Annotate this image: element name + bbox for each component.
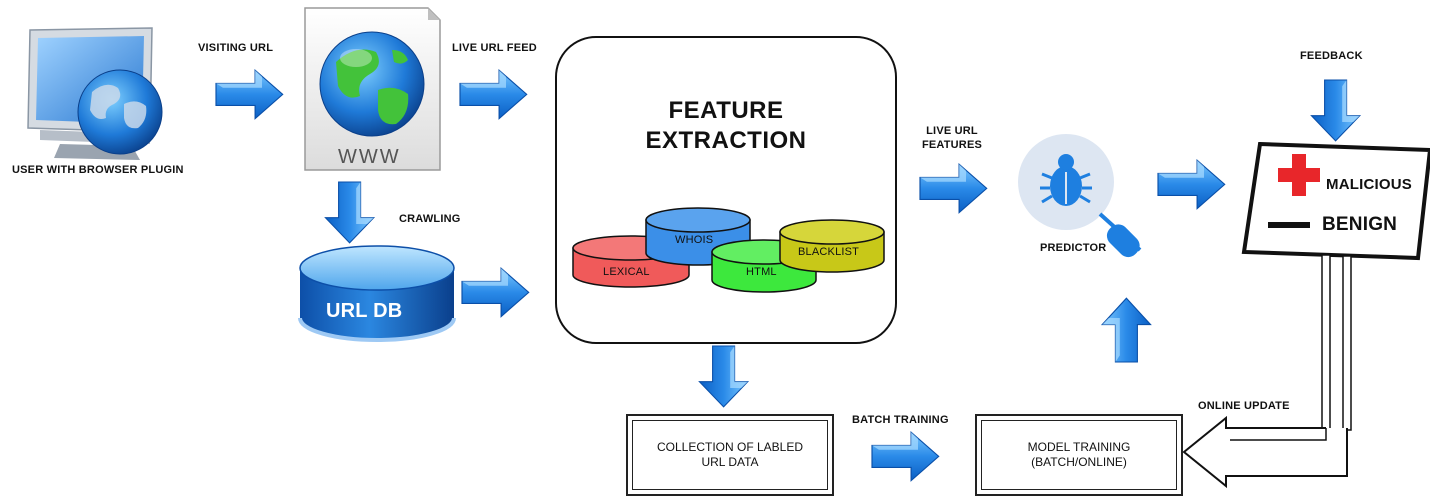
extraction-to-collection-arrow	[698, 345, 749, 408]
feedback-label: FEEDBACK	[1300, 50, 1363, 62]
whois-label: WHOIS	[675, 234, 714, 246]
crawling-label: CRAWLING	[399, 213, 461, 225]
visiting-url-arrow	[215, 69, 284, 120]
feature-extraction-title: FEATURE EXTRACTION	[645, 97, 807, 154]
live-url-feed-arrow	[459, 69, 528, 120]
live-url-features-arrow	[919, 163, 988, 214]
www-page-icon	[304, 7, 441, 171]
malicious-label: MALICIOUS	[1326, 176, 1412, 193]
html-label: HTML	[746, 266, 777, 278]
db-to-extraction-arrow	[461, 267, 530, 318]
www-label: WWW	[338, 146, 401, 168]
model-to-predictor-arrow	[1101, 297, 1152, 363]
user-label: USER WITH BROWSER PLUGIN	[12, 164, 184, 176]
minus-icon	[1268, 222, 1310, 228]
feedback-arrow	[1310, 79, 1361, 142]
bug-icon	[1040, 154, 1092, 206]
lexical-label: LEXICAL	[603, 266, 650, 278]
predictor-icon	[1018, 134, 1142, 258]
url-db-icon	[298, 245, 456, 342]
red-cross-icon	[1278, 154, 1320, 196]
online-update-arrow	[1182, 415, 1348, 489]
decision-sign	[1241, 141, 1430, 432]
batch-training-arrow	[871, 431, 940, 482]
benign-label: BENIGN	[1322, 214, 1398, 235]
blacklist-cylinder	[779, 219, 885, 273]
online-update-label: ONLINE UPDATE	[1198, 400, 1290, 412]
batch-training-label: BATCH TRAINING	[852, 414, 949, 426]
live-url-features-label: LIVE URL FEATURES	[921, 125, 983, 151]
live-url-feed-label: LIVE URL FEED	[452, 42, 537, 54]
url-db-label: URL DB	[326, 300, 403, 322]
predictor-to-decision-arrow	[1157, 159, 1226, 210]
computer-monitor-icon	[27, 27, 163, 160]
model-training-label: MODEL TRAINING (BATCH/ONLINE)	[1027, 440, 1131, 469]
visiting-url-label: VISITING URL	[198, 42, 274, 54]
collection-box	[626, 414, 834, 496]
collection-label: COLLECTION OF LABLED URL DATA	[656, 440, 804, 469]
crawling-arrow	[324, 181, 375, 244]
feature-extraction-box	[555, 36, 897, 344]
blacklist-label: BLACKLIST	[798, 246, 860, 258]
predictor-label: PREDICTOR	[1040, 242, 1107, 254]
